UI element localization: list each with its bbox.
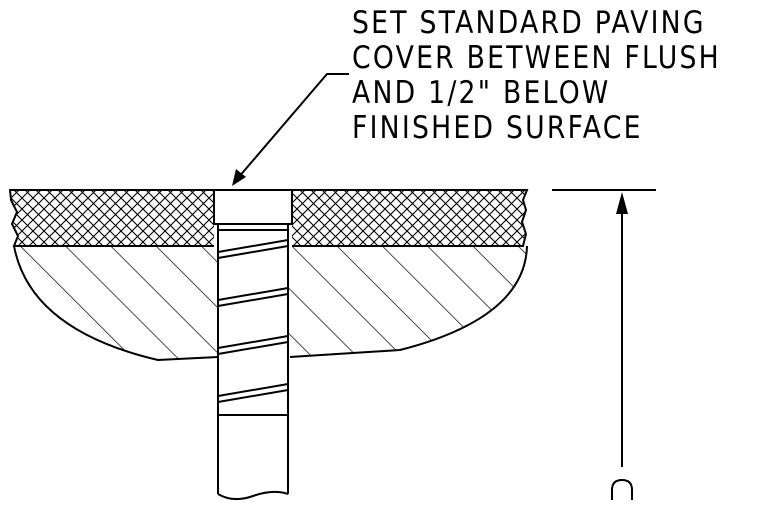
pipe-break-line bbox=[217, 490, 289, 500]
threaded-riser-sleeve bbox=[217, 229, 289, 416]
dimension-label-partial bbox=[611, 478, 633, 500]
paving-cover bbox=[213, 189, 293, 230]
callout-note-line-2: COVER BETWEEN FLUSH bbox=[352, 40, 721, 76]
lower-pipe bbox=[217, 414, 289, 500]
callout-note-line-1: SET STANDARD PAVING bbox=[352, 5, 706, 41]
callout-leader bbox=[232, 73, 349, 186]
callout-note-line-4: FINISHED SURFACE bbox=[352, 110, 643, 146]
vertical-dimension bbox=[552, 189, 656, 500]
dimension-arrowhead bbox=[616, 192, 628, 214]
callout-note-line-3: AND 1/2" BELOW bbox=[352, 75, 611, 111]
